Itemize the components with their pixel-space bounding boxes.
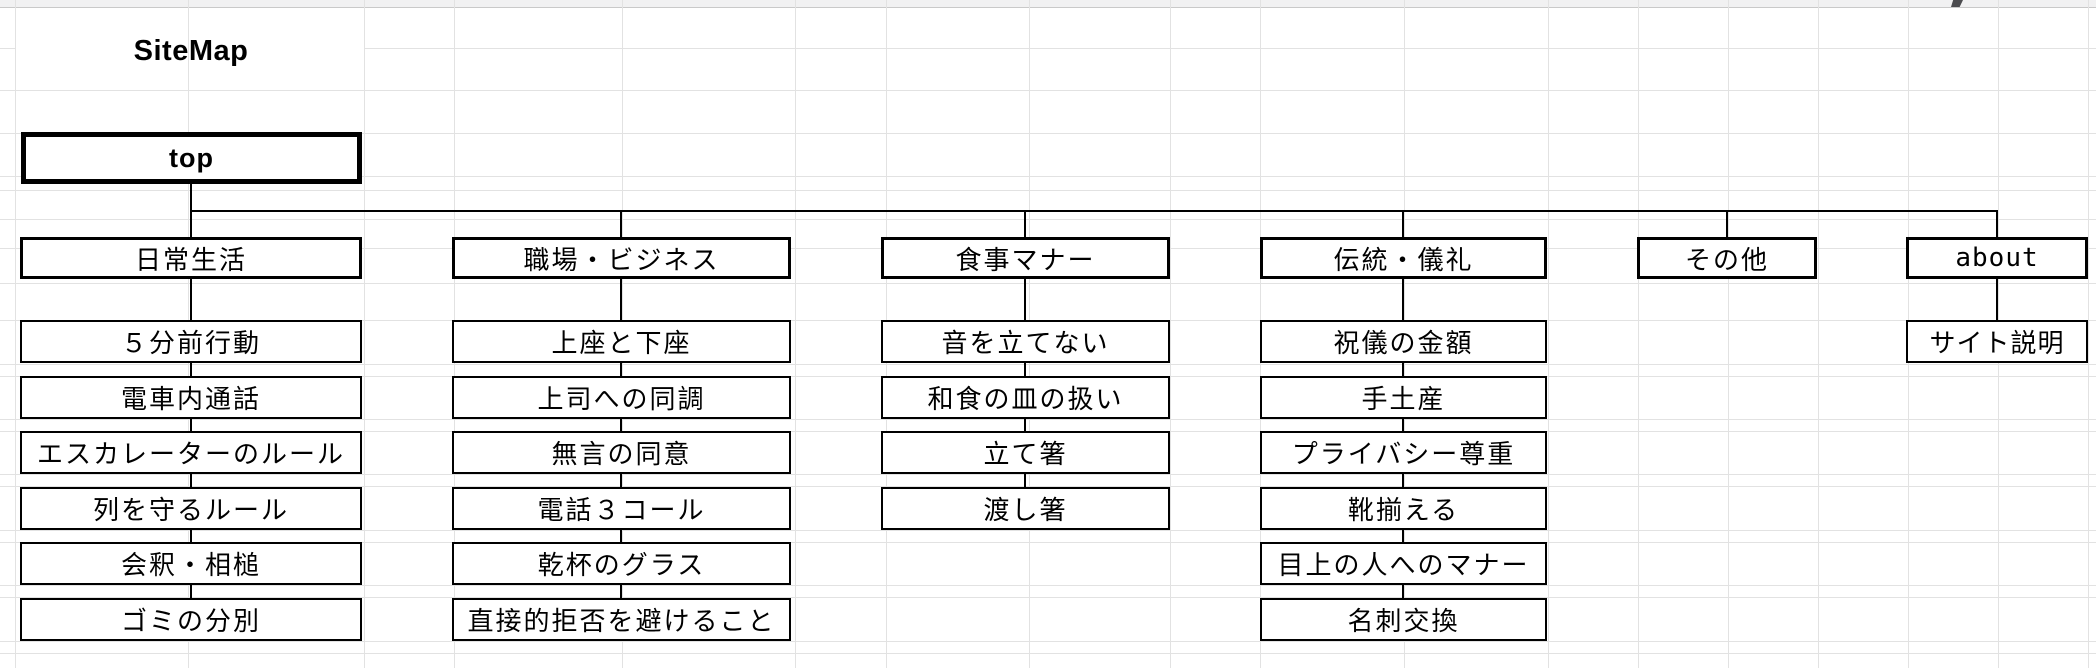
tree-node-category[interactable]: 職場・ビジネス	[452, 237, 791, 279]
tree-node-child[interactable]: 乾杯のグラス	[452, 542, 791, 585]
gridline	[0, 542, 2096, 543]
tree-node-category[interactable]: 日常生活	[20, 237, 362, 279]
connector-line	[1996, 279, 1998, 320]
gridline	[0, 653, 2096, 654]
tree-node-child[interactable]: 無言の同意	[452, 431, 791, 474]
connector-line	[620, 530, 622, 542]
connector-line	[620, 279, 622, 320]
gridline	[1170, 0, 1171, 668]
gridline	[0, 190, 2096, 191]
connector-line	[620, 585, 622, 598]
gridline	[2088, 0, 2089, 668]
tree-node-child[interactable]: 電車内通話	[20, 376, 362, 419]
connector-line	[1024, 363, 1026, 376]
connector-line	[190, 210, 1998, 212]
gridline	[364, 0, 365, 668]
connector-line	[1402, 212, 1404, 237]
gridline	[0, 530, 2096, 531]
tree-node-category[interactable]: その他	[1637, 237, 1817, 279]
gridline	[0, 474, 2096, 475]
tree-node-category[interactable]: about	[1906, 237, 2088, 279]
tree-node-child[interactable]: 靴揃える	[1260, 487, 1547, 530]
connector-line	[1402, 474, 1404, 487]
gridline	[795, 0, 796, 668]
gridline	[1548, 0, 1549, 668]
tree-node-child[interactable]: 上座と下座	[452, 320, 791, 363]
tree-node-child[interactable]: ５分前行動	[20, 320, 362, 363]
tree-node-child[interactable]: 会釈・相槌	[20, 542, 362, 585]
connector-line	[1024, 419, 1026, 431]
sheet-header-band	[0, 0, 2096, 8]
tree-node-child[interactable]: 直接的拒否を避けること	[452, 598, 791, 641]
tree-node-child[interactable]: 電話３コール	[452, 487, 791, 530]
connector-line	[1402, 530, 1404, 542]
connector-line	[190, 585, 192, 598]
connector-line	[190, 184, 192, 210]
connector-line	[1024, 212, 1026, 237]
gridline	[0, 48, 15, 49]
connector-line	[620, 212, 622, 237]
gridline	[0, 486, 2096, 487]
gridline	[0, 419, 2096, 420]
connector-line	[1024, 279, 1026, 320]
connector-line	[1996, 212, 1998, 237]
tree-node-child[interactable]: 立て箸	[881, 431, 1170, 474]
connector-line	[190, 419, 192, 431]
tree-node-child[interactable]: エスカレーターのルール	[20, 431, 362, 474]
gridline	[15, 0, 16, 668]
connector-line	[1402, 585, 1404, 598]
tree-node-child[interactable]: 上司への同調	[452, 376, 791, 419]
gridline	[0, 364, 2096, 365]
tree-node-category[interactable]: 食事マナー	[881, 237, 1170, 279]
tree-node-child[interactable]: 和食の皿の扱い	[881, 376, 1170, 419]
tree-node-child[interactable]: 列を守るルール	[20, 487, 362, 530]
connector-line	[1402, 363, 1404, 376]
gridline	[0, 641, 2096, 642]
tree-node-child[interactable]: ゴミの分別	[20, 598, 362, 641]
tree-node-child[interactable]: 手土産	[1260, 376, 1547, 419]
connector-line	[190, 279, 192, 320]
tree-node-child[interactable]: 名刺交換	[1260, 598, 1547, 641]
connector-line	[1402, 419, 1404, 431]
connector-line	[620, 419, 622, 431]
connector-line	[620, 363, 622, 376]
connector-line	[190, 212, 192, 237]
connector-line	[620, 474, 622, 487]
gridline	[0, 597, 2096, 598]
page-title: SiteMap	[133, 34, 249, 67]
tree-node-child[interactable]: 音を立てない	[881, 320, 1170, 363]
gridline	[0, 176, 2096, 177]
gridline	[1638, 0, 1639, 668]
tree-node-child[interactable]: 目上の人へのマナー	[1260, 542, 1547, 585]
connector-line	[1024, 474, 1026, 487]
connector-line	[190, 363, 192, 376]
gridline	[1728, 0, 1729, 668]
cursor-artifact-icon	[1951, 0, 1963, 7]
tree-node-child[interactable]: サイト説明	[1906, 320, 2088, 363]
gridline	[0, 219, 2096, 220]
tree-node-child[interactable]: プライバシー尊重	[1260, 431, 1547, 474]
gridline	[0, 283, 2096, 284]
tree-node-child[interactable]: 渡し箸	[881, 487, 1170, 530]
tree-node-category[interactable]: 伝統・儀礼	[1260, 237, 1547, 279]
connector-line	[1402, 279, 1404, 320]
gridline	[364, 48, 2096, 49]
connector-line	[1726, 212, 1728, 237]
gridline	[1818, 0, 1819, 668]
gridline	[0, 133, 2096, 134]
gridline	[0, 585, 2096, 586]
gridline	[0, 90, 2096, 91]
tree-node-root[interactable]: top	[21, 132, 362, 184]
connector-line	[190, 474, 192, 487]
tree-node-child[interactable]: 祝儀の金額	[1260, 320, 1547, 363]
connector-line	[190, 530, 192, 542]
